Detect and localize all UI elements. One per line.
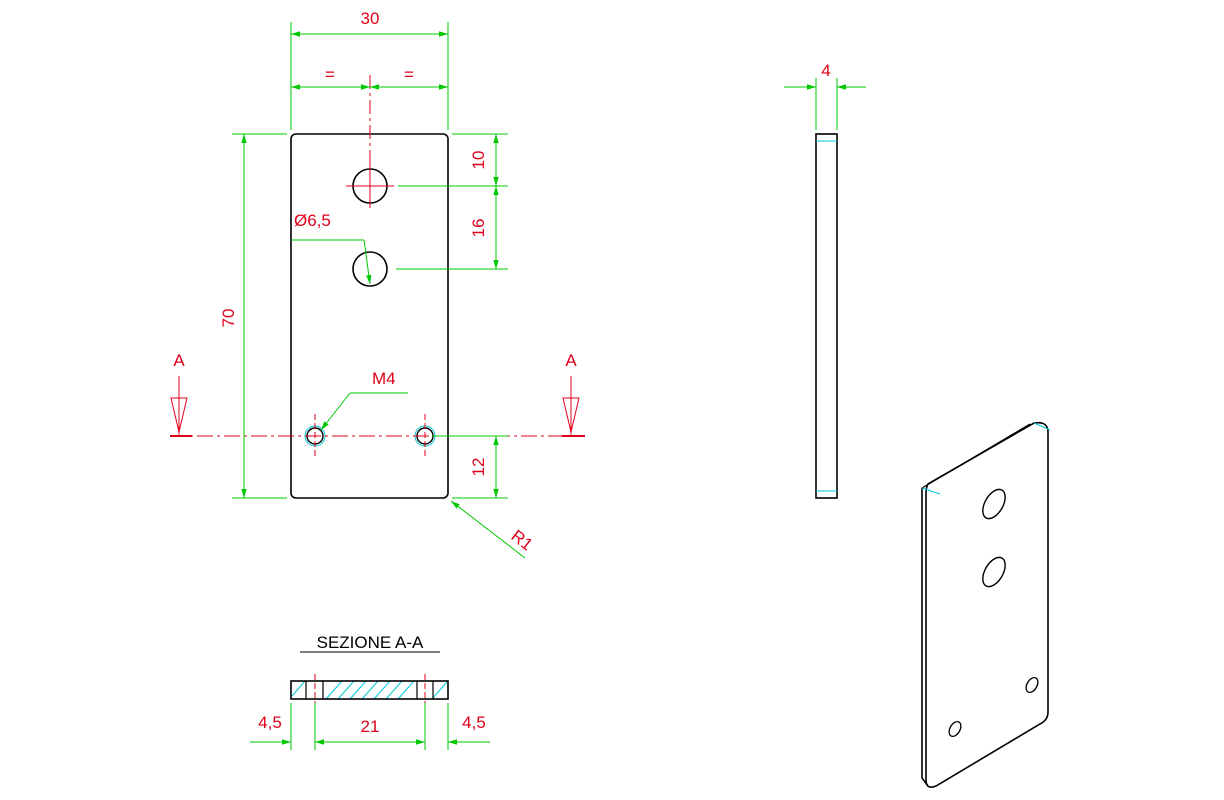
- front-view: A A 30 = = 70 10 16 12 Ø6,5: [170, 9, 585, 559]
- dim-width-label: 30: [361, 9, 380, 28]
- iso-front-face: [925, 421, 1049, 788]
- iso-thread-hole-left: [948, 720, 962, 738]
- leader-diameter-arrow: [363, 239, 372, 285]
- dim-height-label: 70: [219, 309, 238, 328]
- section-hatch: [291, 680, 448, 700]
- section-marker-right: A: [565, 351, 577, 370]
- dim-section-left-label: 4,5: [258, 713, 282, 732]
- iso-corner-right: [1033, 422, 1051, 431]
- iso-corner-left: [921, 487, 941, 495]
- dim-top-offset-label: 10: [469, 151, 488, 170]
- dim-section-middle-label: 21: [361, 717, 380, 736]
- isometric-view: [921, 421, 1051, 788]
- iso-left-edge: [921, 488, 929, 787]
- dim-thickness-label: 4: [821, 61, 830, 80]
- section-outline: [290, 680, 449, 700]
- dim-section-right-label: 4,5: [462, 713, 486, 732]
- dim-hole-diameter-label: Ø6,5: [294, 211, 331, 230]
- iso-hole-middle: [982, 556, 1006, 588]
- section-arrow-right-head: [562, 397, 580, 433]
- dim-hole-spacing-label: 16: [469, 219, 488, 238]
- dim-equal-right-label: =: [404, 65, 414, 84]
- dim-radius-label: R1: [508, 526, 537, 554]
- section-view: SEZIONE A-A 4,5 21 4,5: [250, 633, 490, 750]
- iso-hole-top: [982, 488, 1006, 520]
- leader-thread-arrow: [320, 392, 351, 431]
- hole-middle: [352, 251, 388, 287]
- dim-bottom-offset-label: 12: [469, 458, 488, 477]
- section-title: SEZIONE A-A: [317, 633, 424, 652]
- side-view: 4: [784, 61, 866, 499]
- leader-radius: [450, 500, 526, 559]
- side-outline: [815, 133, 838, 499]
- iso-thread-hole-right: [1025, 676, 1039, 694]
- dim-thread-label: M4: [372, 369, 396, 388]
- dim-equal-left-label: =: [325, 65, 335, 84]
- section-marker-left: A: [173, 351, 185, 370]
- section-arrow-left-head: [170, 397, 188, 433]
- iso-top-edge: [921, 423, 1031, 489]
